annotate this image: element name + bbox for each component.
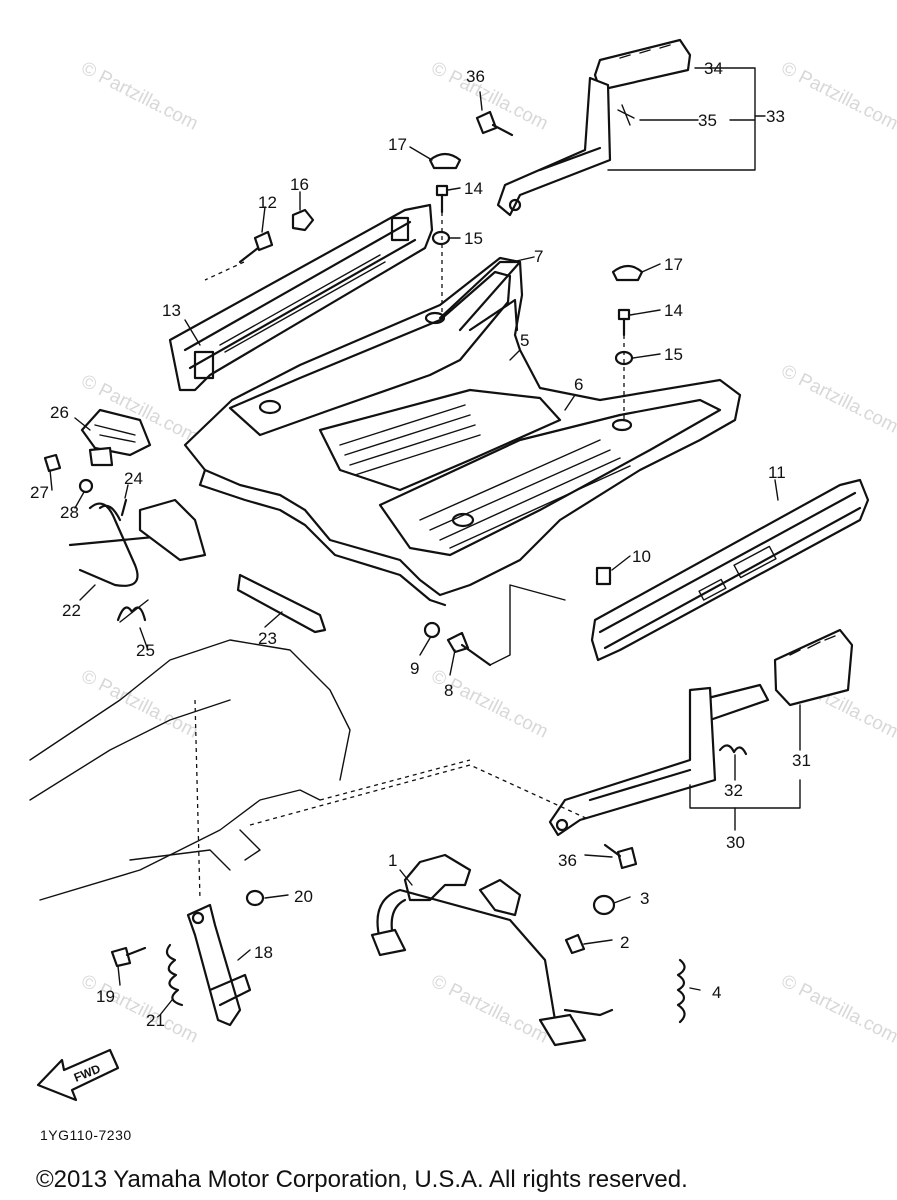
callout-17: 17 bbox=[388, 135, 407, 154]
callout-15: 15 bbox=[464, 229, 483, 248]
callout-15-lower: 15 bbox=[664, 345, 683, 364]
callout-22: 22 bbox=[62, 601, 81, 620]
callout-24: 24 bbox=[124, 469, 143, 488]
callout-26: 26 bbox=[50, 403, 69, 422]
watermark: © Partzilla.com bbox=[78, 666, 202, 743]
callout-6: 6 bbox=[574, 375, 583, 394]
watermark: © Partzilla.com bbox=[428, 666, 552, 743]
diagram-code: 1YG110-7230 bbox=[40, 1127, 132, 1143]
callout-2: 2 bbox=[620, 933, 629, 952]
callout-18: 18 bbox=[254, 943, 273, 962]
callout-28: 28 bbox=[60, 503, 79, 522]
callout-13: 13 bbox=[162, 301, 181, 320]
small-hardware bbox=[43, 110, 644, 968]
callout-5: 5 bbox=[520, 331, 529, 350]
callout-21: 21 bbox=[146, 1011, 165, 1030]
callout-36: 36 bbox=[466, 67, 485, 86]
callout-4: 4 bbox=[712, 983, 721, 1002]
callout-35: 35 bbox=[698, 111, 717, 130]
rear-footrest-lower bbox=[548, 628, 854, 837]
callout-14-lower: 14 bbox=[664, 301, 683, 320]
callout-14: 14 bbox=[464, 179, 483, 198]
callout-17-lower: 17 bbox=[664, 255, 683, 274]
callout-1: 1 bbox=[388, 851, 397, 870]
callout-16: 16 bbox=[290, 175, 309, 194]
sidestand bbox=[165, 903, 252, 1027]
side-rail-left bbox=[168, 203, 434, 392]
watermark: © Partzilla.com bbox=[78, 58, 202, 135]
center-stand bbox=[370, 853, 686, 1047]
watermark: © Partzilla.com bbox=[428, 971, 552, 1048]
leader-lines bbox=[49, 67, 801, 1016]
watermark: © Partzilla.com bbox=[78, 971, 202, 1048]
callout-11: 11 bbox=[768, 463, 786, 482]
callouts: 1 2 3 4 5 6 7 8 9 10 11 12 13 14 14 15 1… bbox=[30, 59, 811, 1030]
callout-23: 23 bbox=[258, 629, 277, 648]
watermark: © Partzilla.com bbox=[778, 971, 897, 1048]
callout-10: 10 bbox=[632, 547, 651, 566]
callout-34: 34 bbox=[704, 59, 723, 78]
callout-32: 32 bbox=[724, 781, 743, 800]
watermark: © Partzilla.com bbox=[778, 58, 897, 135]
copyright-notice: ©2013 Yamaha Motor Corporation, U.S.A. A… bbox=[36, 1166, 688, 1193]
rear-footrest-right bbox=[496, 38, 692, 217]
callout-36-lower: 36 bbox=[558, 851, 577, 870]
callout-20: 20 bbox=[294, 887, 313, 906]
callout-8: 8 bbox=[444, 681, 453, 700]
callout-30: 30 bbox=[726, 833, 745, 852]
callout-19: 19 bbox=[96, 987, 115, 1006]
rear-footrest-left bbox=[68, 408, 327, 634]
watermark: © Partzilla.com bbox=[778, 361, 897, 438]
callout-25: 25 bbox=[136, 641, 155, 660]
callout-33: 33 bbox=[766, 107, 785, 126]
callout-31: 31 bbox=[792, 751, 811, 770]
floor-panel bbox=[183, 256, 742, 607]
side-rail-right bbox=[590, 478, 870, 662]
forward-arrow-icon: FWD bbox=[36, 1048, 120, 1102]
callout-3: 3 bbox=[640, 889, 649, 908]
callout-27: 27 bbox=[30, 483, 49, 502]
callout-9: 9 bbox=[410, 659, 419, 678]
callout-7: 7 bbox=[534, 247, 543, 266]
engine-outline bbox=[29, 639, 591, 901]
callout-12: 12 bbox=[258, 193, 277, 212]
